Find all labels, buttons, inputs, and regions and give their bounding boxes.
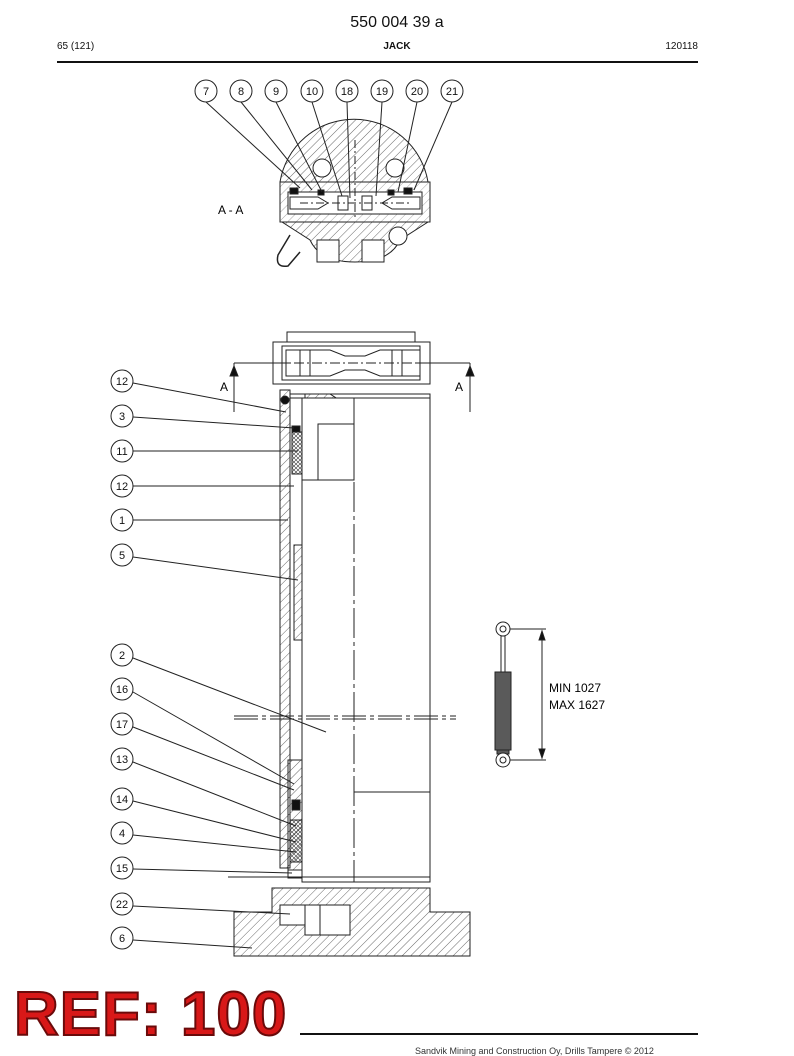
callout-16: 16 <box>110 677 295 785</box>
ref-stamp: REF: 100 <box>13 980 288 1049</box>
footer-rule <box>300 1033 698 1035</box>
svg-text:9: 9 <box>273 86 279 98</box>
svg-text:22: 22 <box>116 899 128 911</box>
document-date: 120118 <box>665 41 698 52</box>
svg-text:18: 18 <box>341 86 353 98</box>
callout-11: 11 <box>110 439 298 463</box>
svg-text:8: 8 <box>238 86 244 98</box>
svg-text:11: 11 <box>116 446 127 458</box>
section-marker-left: A <box>220 380 228 394</box>
svg-text:19: 19 <box>376 86 388 98</box>
callout-20: 20 <box>397 79 429 193</box>
main-callouts: 12 3 11 12 1 5 2 16 17 13 14 4 15 22 6 <box>110 369 327 950</box>
callout-18: 18 <box>335 79 359 199</box>
footer-copyright: Sandvik Mining and Construction Oy, Dril… <box>415 1046 654 1056</box>
svg-text:14: 14 <box>116 794 128 806</box>
callout-12-mid: 12 <box>110 474 294 498</box>
section-marker-right: A <box>455 380 463 394</box>
svg-text:10: 10 <box>306 86 318 98</box>
svg-text:6: 6 <box>119 933 125 945</box>
callout-3: 3 <box>110 404 295 429</box>
callout-5: 5 <box>110 543 299 581</box>
page-number: 65 (121) <box>57 41 95 52</box>
stroke-min-label: MIN 1027 <box>549 681 601 695</box>
svg-text:20: 20 <box>411 86 423 98</box>
svg-text:12: 12 <box>116 376 128 388</box>
svg-text:1: 1 <box>119 515 125 527</box>
stroke-diagram <box>494 621 546 768</box>
svg-text:4: 4 <box>119 828 125 840</box>
callout-13: 13 <box>110 747 297 827</box>
callout-2: 2 <box>110 643 327 733</box>
svg-text:17: 17 <box>116 719 128 731</box>
callout-14: 14 <box>110 787 297 843</box>
header-rule <box>57 61 698 63</box>
svg-text:5: 5 <box>119 550 125 562</box>
svg-text:3: 3 <box>119 411 125 423</box>
callout-7: 7 <box>194 79 301 189</box>
callout-17: 17 <box>110 712 295 791</box>
callout-8: 8 <box>229 79 313 191</box>
stroke-max-label: MAX 1627 <box>549 698 605 712</box>
callout-9: 9 <box>264 79 323 193</box>
svg-text:12: 12 <box>116 481 128 493</box>
svg-text:13: 13 <box>116 754 128 766</box>
svg-text:16: 16 <box>116 684 128 696</box>
callout-21: 21 <box>413 79 464 191</box>
callout-6: 6 <box>110 926 253 950</box>
document-number: 550 004 39 a <box>350 14 444 31</box>
callout-22: 22 <box>110 892 291 916</box>
section-label: A - A <box>218 203 243 217</box>
callout-12-top: 12 <box>110 369 287 413</box>
callout-19: 19 <box>370 79 394 197</box>
svg-text:15: 15 <box>116 863 128 875</box>
callout-1: 1 <box>110 508 288 532</box>
section-view-a-a <box>276 118 431 268</box>
jack-main-view <box>228 331 475 957</box>
callout-4: 4 <box>110 821 297 853</box>
svg-text:7: 7 <box>203 86 209 98</box>
callout-10: 10 <box>300 79 343 197</box>
section-callouts: 7 8 9 10 18 19 20 21 <box>194 79 464 199</box>
svg-text:2: 2 <box>119 650 125 662</box>
svg-text:21: 21 <box>446 86 458 98</box>
document-title: JACK <box>383 41 411 52</box>
callout-15: 15 <box>110 856 293 880</box>
